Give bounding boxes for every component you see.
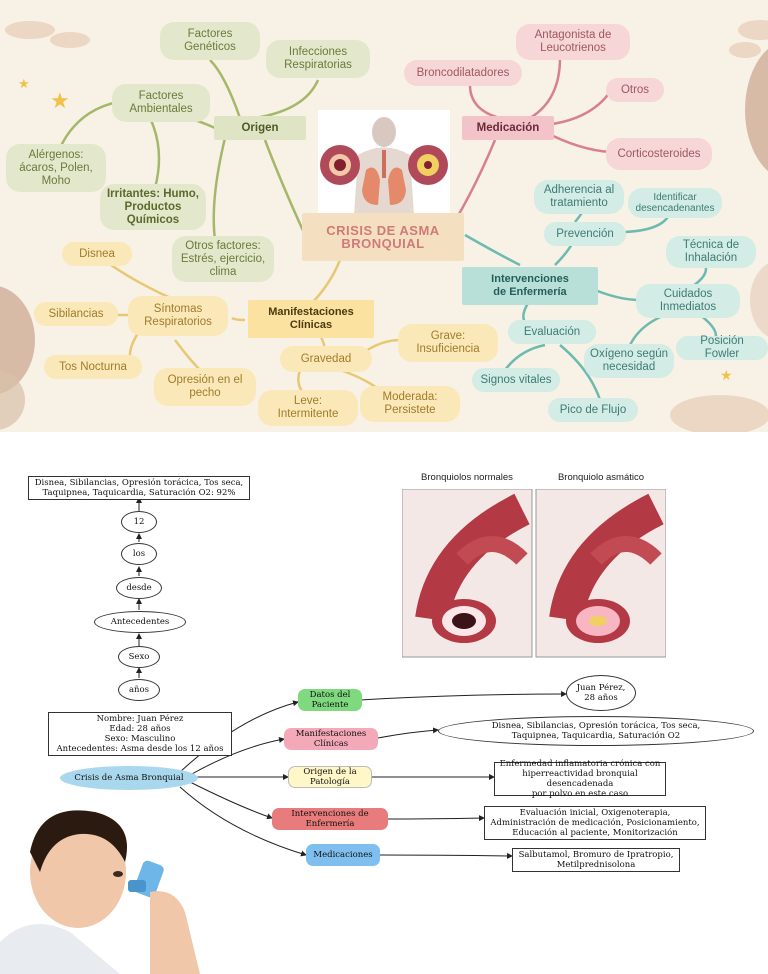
origen-graph-node: Origen de la Patología [288, 766, 372, 788]
chain-node-12: 12 [121, 511, 157, 533]
origen-node: Origen [214, 116, 306, 140]
tos-nocturna-node: Tos Nocturna [44, 355, 142, 379]
chain-node-antecedentes: Antecedentes [94, 611, 186, 633]
patient-box: Nombre: Juan Pérez Edad: 28 años Sexo: M… [48, 712, 232, 756]
origen-leaf: Enfermedad inflamatoria crónica con hipe… [494, 759, 666, 799]
graph-edges [136, 497, 567, 859]
medic-leaf: Salbutamol, Bromuro de Ipratropio, Metil… [512, 848, 680, 872]
otros-node: Otros [606, 78, 664, 102]
prevencion-node: Prevención [544, 222, 626, 246]
manifestaciones-node: Manifestaciones Clínicas [248, 300, 374, 338]
tecnica-node: Técnica de Inhalación [666, 236, 756, 268]
intervenciones-node: Intervenciones de Enfermería [462, 267, 598, 305]
manif-leaf: Disnea, Sibilancias, Opresión torácica, … [438, 716, 754, 746]
pico-node: Pico de Flujo [548, 398, 638, 422]
sintomas-node: Síntomas Respiratorios [128, 296, 228, 336]
symptoms-box: Disnea, Sibilancias, Opresión torácica, … [28, 476, 250, 500]
chain-node-los: los [121, 543, 157, 565]
interv-node: Intervenciones de Enfermería [272, 808, 388, 830]
disnea-node: Disnea [62, 242, 132, 266]
lungs-icon [320, 117, 448, 215]
sibilancias-node: Sibilancias [34, 302, 118, 326]
boy-with-inhaler-icon [0, 810, 200, 974]
bronchi-illustration [402, 489, 666, 658]
posicion-fowler-node: Posición Fowler [676, 335, 768, 360]
inhaler-boy-illustration [0, 810, 200, 974]
bronchi-normal-label: Bronquiolos normales [421, 472, 513, 483]
bronchi-asthma-label: Bronquiolo asmático [557, 472, 645, 483]
center-node: CRISIS DE ASMA BRONQUIAL [302, 213, 464, 261]
infecciones-node: Infecciones Respiratorias [266, 40, 370, 78]
antagonista-node: Antagonista de Leucotrienos [516, 24, 630, 60]
grave-node: Grave: Insuficiencia [398, 324, 498, 362]
cuidados-node: Cuidados Inmediatos [636, 284, 740, 318]
svg-text:★: ★ [50, 88, 70, 113]
mind-map: ★ ★ ★ [0, 0, 768, 432]
oxigeno-node: Oxígeno según necesidad [584, 344, 674, 378]
evaluacion-node: Evaluación [508, 320, 596, 344]
factores-ambientales-node: Factores Ambientales [112, 84, 210, 122]
moderada-node: Moderada: Persistete [360, 386, 460, 422]
interv-leaf: Evaluación inicial, Oxigenoterapia, Admi… [484, 806, 706, 840]
normal-bronchiole-icon [415, 493, 530, 643]
graph-section: Disnea, Sibilancias, Opresión torácica, … [0, 432, 768, 974]
identificar-node: Identificar desencadenantes [628, 188, 722, 218]
adherencia-node: Adherencia al tratamiento [534, 180, 624, 214]
manif-node: Manifestaciones Clínicas [284, 728, 378, 750]
broncodilatadores-node: Broncodilatadores [404, 60, 522, 86]
chain-node-anos: años [118, 679, 160, 701]
chain-node-sexo: Sexo [118, 646, 160, 668]
leve-node: Leve: Intermitente [258, 390, 358, 426]
root-node: Crisis de Asma Bronquial [60, 766, 198, 790]
svg-text:★: ★ [18, 76, 30, 91]
juan-node: Juan Pérez, 28 años [566, 675, 636, 711]
opresion-node: Opresión en el pecho [154, 368, 256, 406]
gravedad-node: Gravedad [280, 346, 372, 372]
factores-geneticos-node: Factores Genéticos [160, 22, 260, 60]
medic-node: Medicaciones [306, 844, 380, 866]
svg-text:★: ★ [720, 367, 733, 383]
otros-factores-node: Otros factores: Estrés, ejercicio, clima [172, 236, 274, 282]
lungs-illustration [318, 110, 450, 215]
alergenos-node: Alérgenos: ácaros, Polen, Moho [6, 144, 106, 192]
chain-node-desde: desde [116, 577, 162, 599]
medicacion-node: Medicación [462, 116, 554, 140]
asthmatic-bronchiole-icon [549, 493, 664, 643]
datos-node: Datos del Paciente [298, 689, 362, 711]
irritantes-node: Irritantes: Humo, Productos Químicos [100, 184, 206, 230]
signos-node: Signos vitales [472, 368, 560, 392]
corticosteroides-node: Corticosteroides [606, 138, 712, 170]
